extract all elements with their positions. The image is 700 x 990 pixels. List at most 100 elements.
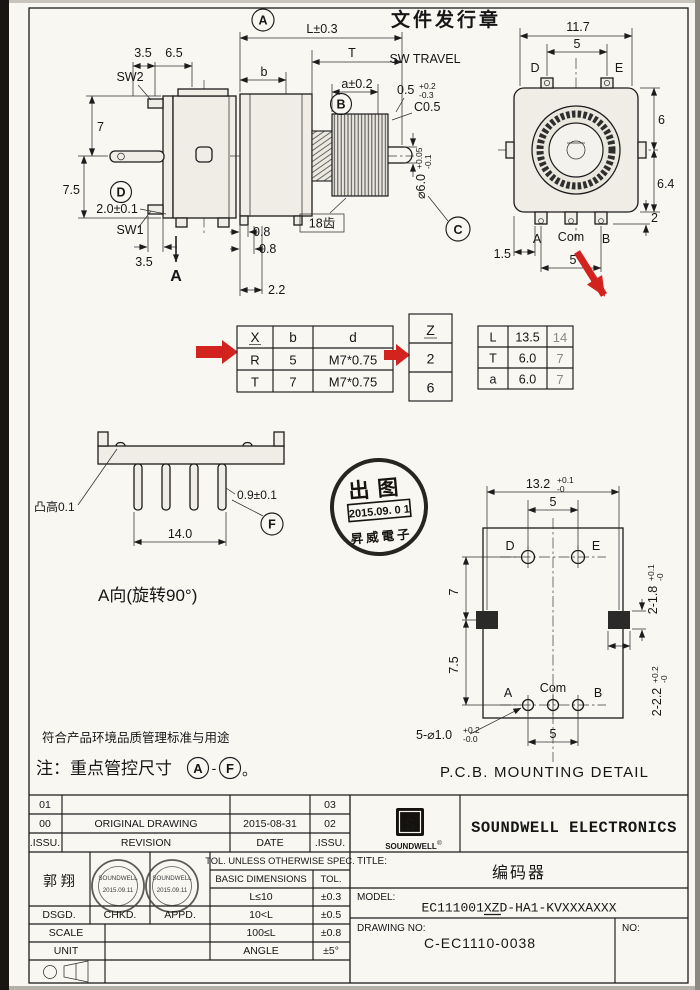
tolerance-table: TOL. UNLESS OTHERWISE SPEC. BASIC DIMENS… <box>205 856 354 957</box>
dim-0-8-b: 0.8 <box>259 242 276 256</box>
dim-7-5: 7.5 <box>63 183 80 197</box>
view-direction-a: A <box>170 236 182 285</box>
doc-release-stamp-text: 文件发行章 <box>391 8 501 31</box>
company-logo: S SOUNDWELL ® <box>385 808 442 851</box>
callout-a-label: A <box>258 14 267 28</box>
dim-shaft-dia: ⌀6.0 +0.05 -0.1 C <box>404 133 471 242</box>
logo-square <box>396 808 424 836</box>
xbd-cell: 7 <box>289 375 296 390</box>
approval-stamp-1: SOUNDWELL 2015.09.11 <box>91 859 145 913</box>
pcb-dim-pads-h-value: 2-2.2 <box>650 688 664 717</box>
pcb-dim-pads-h: 2-2.2 +0.2 -0 <box>607 631 669 717</box>
sw2-tab <box>147 98 164 109</box>
note-callout-circle-f <box>218 756 242 780</box>
rev-header: DATE <box>256 837 283 849</box>
table-xbd: X b d R 5 M7*0.75 T 7 M7*0.75 <box>236 325 394 393</box>
shaft-view-body <box>239 93 313 217</box>
callout-circle-b <box>329 92 353 116</box>
dim-6-label: 6 <box>658 113 665 127</box>
dim-6-5: 6.5 <box>165 46 182 60</box>
rev-cell: 01 <box>39 799 51 811</box>
release-stamp-date: 2015.09. 0 1 <box>348 503 410 520</box>
bump-label: 凸高0.1 <box>34 499 75 514</box>
dim-2-0: 2.0±0.1 <box>96 202 138 216</box>
dia-tol-up: +0.05 <box>414 147 424 169</box>
release-stamp-title: 出图 <box>348 476 408 504</box>
logo-mark: S <box>404 815 415 834</box>
stamp1-arc: SOUNDWELL <box>98 875 138 882</box>
pcb-dim-7-5-label: 7.5 <box>447 656 461 673</box>
dim-0-8-a: 0.8 <box>253 225 270 239</box>
dim-14-label: 14.0 <box>168 527 192 541</box>
note-environment: 符合产品环境品质管理标准与用途 <box>42 730 230 745</box>
dim-top-3-5-6-5: 3.5 6.5 <box>132 46 193 96</box>
callout-c-label: C <box>453 223 462 237</box>
pcb-dim-13-2-tol-dn: -0 <box>557 484 565 494</box>
table-z: Z 2 6 <box>408 313 453 402</box>
dim-b: b <box>239 65 287 94</box>
face-gear-ring <box>536 110 616 190</box>
side-terminal-pin <box>109 150 165 163</box>
pcb-hole-a-label: A <box>504 686 513 700</box>
view-arrow-a-label: A <box>170 268 182 285</box>
note-period: 。 <box>242 762 257 779</box>
knurled-shaft <box>331 113 389 197</box>
teeth-label: 18齿 <box>309 217 335 231</box>
rotated-a-view: 凸高0.1 0.9±0.1 F 14.0 A向(旋转90°) <box>34 431 285 605</box>
xbd-cell: R <box>250 353 259 368</box>
pcb-hole-b-label: B <box>594 686 602 700</box>
dim-7: 7 <box>97 120 104 134</box>
tol-cell: L≤10 <box>249 891 272 903</box>
dim-1-5-label: 1.5 <box>494 247 511 261</box>
lta-cell-pencil: 7 <box>556 372 563 387</box>
notes: 符合产品环境品质管理标准与用途 注：重点管控尺寸 A - F 。 <box>36 730 257 780</box>
dim-6: 6 <box>640 87 665 151</box>
bump-callout: 凸高0.1 <box>34 448 118 514</box>
xbd-header-d: d <box>349 330 357 345</box>
dim-T: T <box>311 46 403 129</box>
pin-a-stub <box>534 211 548 225</box>
pcb-caption: P.C.B. MOUNTING DETAIL <box>440 764 649 781</box>
dia-value: ⌀6.0 <box>414 174 428 199</box>
face-inner-ring <box>548 122 604 178</box>
shaft-end <box>403 146 413 164</box>
title-label: TITLE: <box>357 856 387 867</box>
dim-3-5-bottom: 3.5 <box>135 255 152 269</box>
dim-3-5-top: 3.5 <box>134 46 151 60</box>
lta-cell-pencil: 7 <box>556 351 563 366</box>
note-prefix: 注：重点管控尺寸 <box>36 759 172 778</box>
red-arrow-table-xbd <box>196 340 238 364</box>
chamfer-callout: C0.5 <box>391 100 440 121</box>
title-value: 编码器 <box>492 864 546 882</box>
designer-name: 郭 翔 <box>43 873 75 889</box>
dim-L-label: L±0.3 <box>306 22 337 36</box>
dim-11-7-label: 11.7 <box>566 20 589 34</box>
stamp1-date: 2015.09.11 <box>103 887 134 894</box>
xbd-cell: M7*0.75 <box>329 353 377 368</box>
dim-a: a±0.2 B <box>329 77 379 116</box>
prong <box>217 463 227 511</box>
lta-cell: a <box>490 373 497 387</box>
appd-label: APPD. <box>164 909 196 921</box>
note-dash: - <box>212 760 217 776</box>
callout-circle-f <box>260 512 284 536</box>
shaft-side-view: A L±0.3 T b a±0.2 B SW TRAVEL 0.5 +0.2 -… <box>230 8 471 297</box>
sw2-callout: SW2 <box>116 70 152 101</box>
pcb-dim-13-2-tol-up: +0.1 <box>557 475 574 485</box>
prong <box>133 463 143 511</box>
dim-2-2: 2.2 <box>268 283 285 297</box>
dim-sw-tol-dn: -0.3 <box>419 90 434 100</box>
dim-2: 2 <box>613 200 658 236</box>
registered-mark: ® <box>437 839 442 847</box>
lta-cell: T <box>489 352 497 366</box>
scan-edge-left <box>0 0 9 990</box>
dim-a-label: a±0.2 <box>341 77 372 91</box>
pcb-hole-com-label: Com <box>540 681 566 695</box>
pcb-dim-holes-tol-dn: -0.0 <box>463 734 478 744</box>
dim-1-5: 1.5 <box>494 216 536 261</box>
pcb-mounting-detail: D E A Com B 13.2 +0.1 -0 5 7 7.5 2-1.8 +… <box>416 475 669 781</box>
chkd-label: CHKD. <box>104 909 137 921</box>
tol-col-header: TOL. <box>321 874 342 885</box>
